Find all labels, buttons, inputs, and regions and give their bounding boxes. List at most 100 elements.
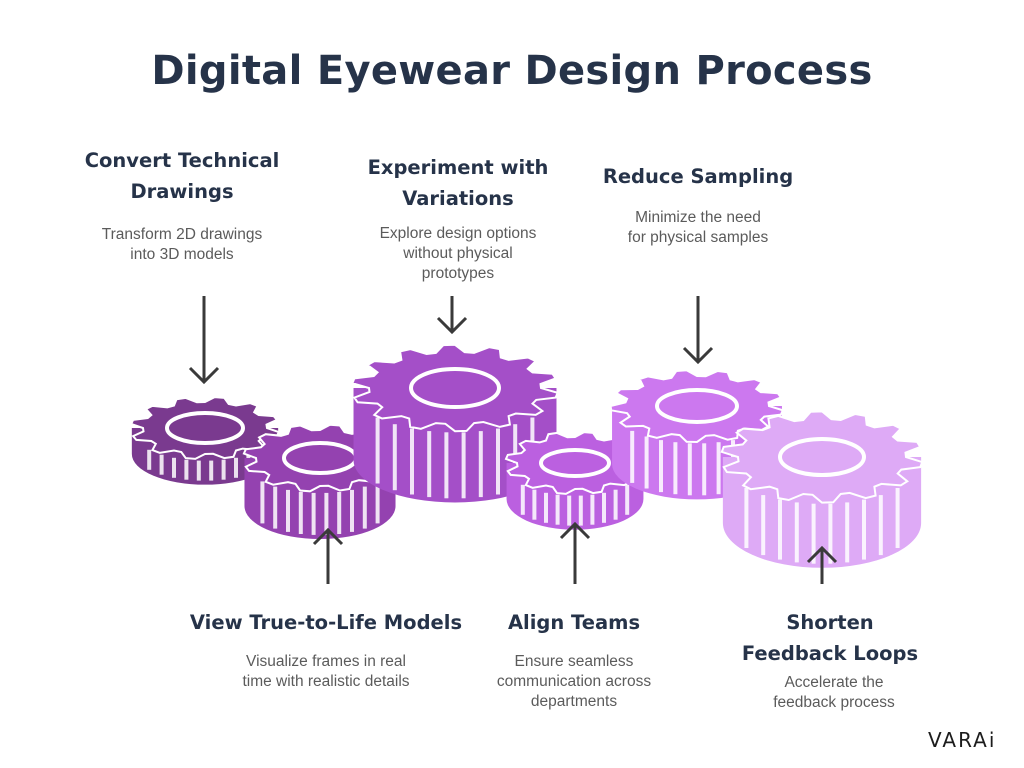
gear-groove	[410, 428, 414, 495]
gear-5	[609, 369, 785, 500]
gear-groove	[673, 442, 678, 495]
gear-groove	[895, 488, 900, 548]
gear-6	[720, 410, 924, 568]
arrow-head	[806, 545, 838, 564]
gear-groove	[578, 495, 583, 526]
gear-groove	[444, 432, 449, 499]
gear-top	[351, 343, 559, 433]
gear-top	[720, 410, 924, 504]
page-title: Digital Eyewear Design Process	[151, 48, 873, 94]
gear-groove	[362, 486, 367, 529]
gear-groove	[716, 442, 721, 495]
gear-groove	[234, 457, 238, 478]
gear-groove	[761, 495, 766, 556]
gear-3	[351, 343, 559, 503]
gear-1	[129, 396, 281, 485]
gear-groove	[630, 430, 635, 483]
gear-groove	[350, 489, 354, 532]
gear-groove	[687, 443, 692, 496]
gear-hole	[655, 388, 739, 424]
arrow-up-icon	[312, 527, 344, 584]
arrow-up-icon	[559, 521, 591, 584]
gear-groove	[260, 481, 265, 524]
arrow-up-icon	[806, 545, 838, 584]
step-view-models: View True-to-Life Models Visualize frame…	[180, 607, 472, 692]
gear-groove	[496, 428, 500, 495]
arrow-head	[188, 366, 220, 385]
step-title: Reduce Sampling	[602, 165, 794, 188]
arrow-down-icon	[436, 296, 468, 335]
gear-groove	[286, 489, 290, 532]
gear-hole	[165, 411, 245, 445]
gear-hole	[539, 448, 611, 478]
gear-groove	[702, 443, 707, 496]
gear-groove	[461, 432, 466, 499]
arrow-head	[559, 521, 591, 540]
arrow-down-icon	[682, 296, 714, 365]
gear-top	[609, 369, 785, 444]
gear-groove	[147, 449, 152, 470]
gear-groove	[613, 489, 618, 520]
gear-groove	[590, 494, 595, 525]
gear-groove	[159, 454, 164, 475]
gear-groove	[602, 492, 606, 523]
gear-groove	[567, 495, 572, 526]
gear-groove	[324, 492, 329, 535]
gear-top	[504, 431, 646, 495]
arrow-down-icon	[188, 296, 220, 385]
gear-groove	[375, 417, 380, 484]
gear-groove	[862, 499, 866, 560]
gear-groove	[659, 440, 663, 493]
gear-groove	[375, 481, 380, 524]
gear-groove	[298, 492, 303, 534]
gear-groove	[794, 502, 799, 563]
gear-hole	[409, 367, 501, 409]
gear-groove	[478, 431, 483, 498]
gear-groove	[184, 459, 189, 480]
gear-groove	[520, 484, 525, 515]
gear-top	[129, 396, 281, 460]
gear-groove	[532, 489, 537, 520]
gear-groove	[427, 431, 432, 498]
gear-groove	[311, 492, 316, 535]
gear-hole	[778, 437, 866, 477]
step-title: View True-to-Life Models	[189, 611, 463, 634]
gear-groove	[337, 492, 342, 534]
gear-groove	[744, 488, 749, 548]
gear-groove	[196, 460, 201, 481]
gear-groove	[221, 459, 226, 480]
gear-groove	[778, 499, 782, 560]
gear-groove	[555, 494, 560, 525]
gear-groove	[625, 484, 630, 515]
gear-groove	[209, 460, 214, 481]
gear-groove	[644, 436, 649, 489]
gear-groove	[172, 457, 176, 478]
gear-groove	[392, 424, 397, 491]
gear-groove	[878, 495, 883, 556]
step-title: Align Teams	[507, 611, 641, 634]
gear-groove	[273, 486, 278, 529]
gear-4	[504, 431, 646, 530]
gear-groove	[845, 502, 850, 563]
gear-groove	[544, 492, 548, 523]
arrow-head	[682, 346, 714, 365]
gear-groove	[828, 503, 833, 564]
varai-logo: VARAi	[928, 728, 997, 752]
arrow-head	[312, 527, 344, 546]
arrow-head	[436, 316, 468, 335]
